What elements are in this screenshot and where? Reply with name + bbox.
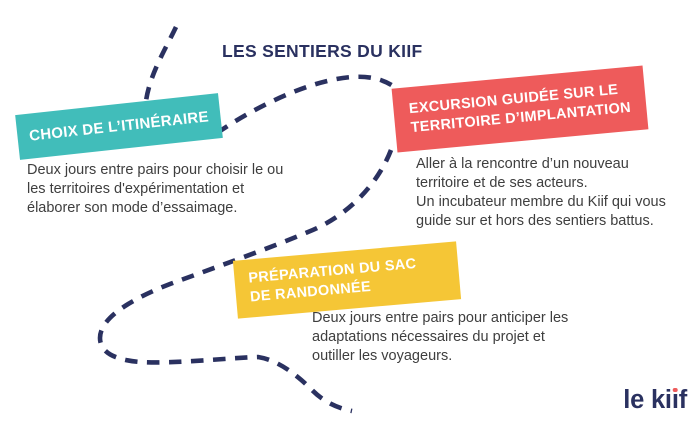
logo-text-end: f [678,386,688,414]
page-title: LES SENTIERS DU KIIF [222,41,423,61]
logo-i-dot-icon [672,387,678,393]
step-3-description: Deux jours entre pairs pour anticiper le… [312,310,569,364]
trail-segment-red-to-end [97,149,394,414]
logo-second-i: ı [671,386,679,414]
step-3-label: PRÉPARATION DU SAC DE RANDONNÉE [247,256,417,306]
trail-segment-top [143,26,179,102]
step-1-description: Deux jours entre pairs pour choisir le o… [27,162,284,216]
trail-segment-teal-to-red [215,74,404,135]
step-2-label: EXCURSION GUIDÉE SUR LE TERRITOIRE D’IMP… [408,82,632,137]
step-1-label: CHOIX DE L’ITINÉRAIRE [28,108,210,145]
logo-text-start: le ki [623,386,672,414]
step-2-description: Aller à la rencontre d’un nouveau territ… [416,156,666,229]
